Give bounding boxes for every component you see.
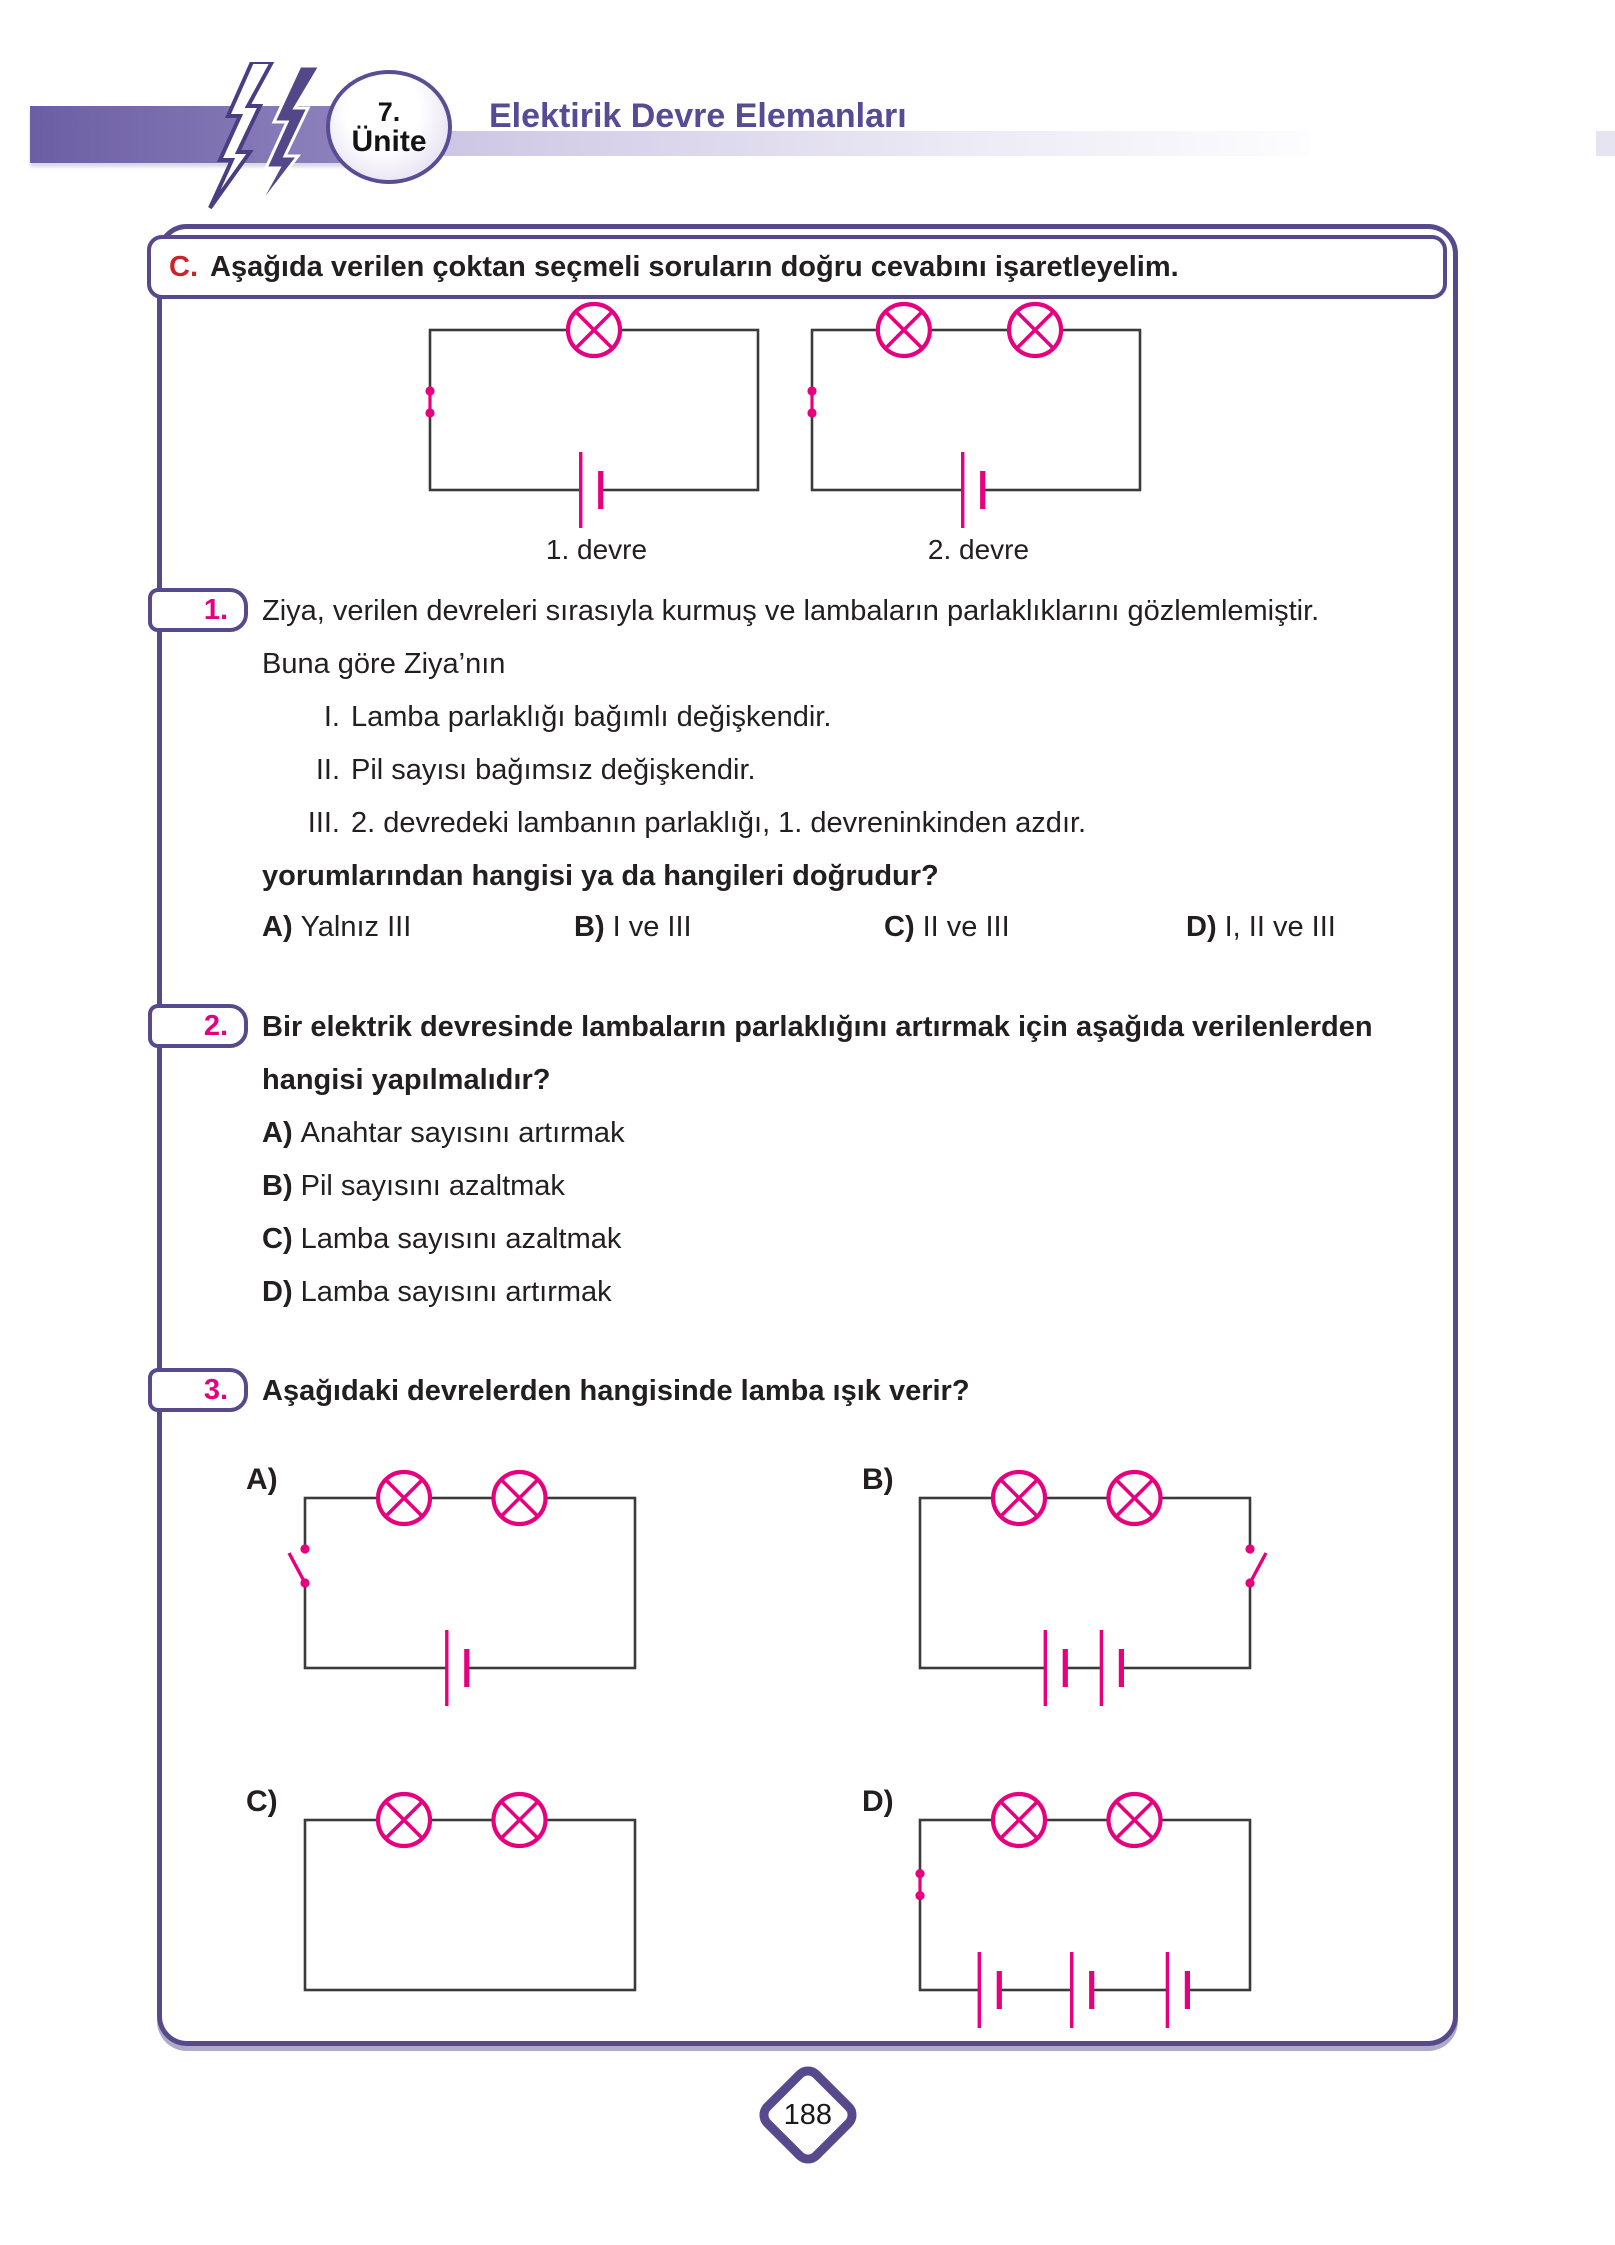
option-d-letter: D) [262,1276,293,1308]
circuit-option-d-letter: D) [862,1785,894,1818]
circuit-2-diagram [806,296,1151,536]
question-1-number: 1. [148,588,248,632]
content-box [157,224,1458,2046]
question-2-number: 2. [148,1004,248,1048]
question-2-option-b: B)Pil sayısını azaltmak [262,1167,565,1205]
item-2-text: Pil sayısı bağımsız değişkendir. [351,754,756,786]
circuit-option-a-diagram [283,1462,661,1712]
circuit-option-b-diagram [898,1462,1276,1712]
option-d-letter: D) [1186,911,1217,943]
option-d-text: I, II ve III [1224,911,1336,943]
question-1-question: yorumlarından hangisi ya da hangileri do… [262,860,939,892]
question-1-number-label: 1. [203,593,228,626]
option-c-text: Lamba sayısını azaltmak [300,1223,622,1255]
circuit-2-label: 2. devre [927,534,1030,565]
page-number: 188 [783,2098,833,2131]
page-number-badge: 188 [752,2059,864,2171]
item-2-numeral: II. [315,754,340,786]
question-3-number: 3. [148,1368,248,1412]
question-1-item-3: III. 2. devredeki lambanın parlaklığı, 1.… [262,804,1086,842]
circuit-option-d-diagram [898,1784,1276,2034]
question-1-option-d: D)I, II ve III [1186,908,1336,946]
unit-number: 7. [377,96,401,127]
option-b-text: I ve III [612,911,692,943]
item-1-numeral: I. [323,701,340,733]
question-1-stem: Ziya, verilen devreleri sırasıyla kurmuş… [262,595,1320,627]
question-2-option-c: C)Lamba sayısını azaltmak [262,1220,621,1258]
question-1-option-a: A)Yalnız III [262,908,411,946]
option-b-text: Pil sayısını azaltmak [300,1170,565,1202]
option-a-text: Anahtar sayısını artırmak [300,1117,625,1149]
circuit-option-c-letter: C) [246,1785,278,1818]
question-2-option-a: A)Anahtar sayısını artırmak [262,1114,625,1152]
section-header: C. Aşağıda verilen çoktan seçmeli sorula… [147,235,1447,299]
circuit-option-c-diagram [283,1784,661,2034]
section-instruction: Aşağıda verilen çoktan seçmeli soruların… [210,250,1179,283]
item-3-text: 2. devredeki lambanın parlaklığı, 1. dev… [351,807,1087,839]
section-letter: C. [169,250,198,283]
option-a-letter: A) [262,1117,293,1149]
question-1-option-b: B)I ve III [574,908,692,946]
circuit-1-block: 1. devre [424,296,769,566]
unit-title: Elektirik Devre Elemanları [489,97,907,135]
header-strip [438,131,1310,156]
question-3-number-label: 3. [203,1373,228,1406]
option-a-letter: A) [262,911,293,943]
option-b-letter: B) [262,1170,293,1202]
question-2-option-d: D)Lamba sayısını artırmak [262,1273,612,1311]
circuit-option-b-letter: B) [862,1463,894,1496]
circuit-2-block: 2. devre [806,296,1151,566]
circuit-option-a-letter: A) [246,1463,278,1496]
question-2-stem-line2: hangisi yapılmalıdır? [262,1064,551,1096]
option-c-text: II ve III [922,911,1010,943]
header-strip-end [1596,131,1615,156]
question-2-number-label: 2. [203,1009,228,1042]
circuit-1-diagram [424,296,769,536]
question-2-stem-line1: Bir elektrik devresinde lambaların parla… [262,1011,1373,1043]
item-3-numeral: III. [307,807,340,839]
option-b-letter: B) [574,911,605,943]
circuit-1-label: 1. devre [545,534,648,565]
question-3-stem: Aşağıdaki devrelerden hangisinde lamba ı… [262,1375,970,1407]
option-d-text: Lamba sayısını artırmak [300,1276,612,1308]
question-1-option-c: C)II ve III [884,908,1010,946]
option-c-letter: C) [262,1223,293,1255]
unit-label: Ünite [351,124,427,158]
question-1-lead: Buna göre Ziya’nın [262,648,506,680]
item-1-text: Lamba parlaklığı bağımlı değişkendir. [351,701,832,733]
lightning-icon [208,62,323,213]
option-c-letter: C) [884,911,915,943]
unit-badge: 7. Ünite [326,70,452,184]
question-1-item-1: I. Lamba parlaklığı bağımlı değişkendir. [262,698,832,736]
question-1-item-2: II. Pil sayısı bağımsız değişkendir. [262,751,756,789]
option-a-text: Yalnız III [300,911,412,943]
